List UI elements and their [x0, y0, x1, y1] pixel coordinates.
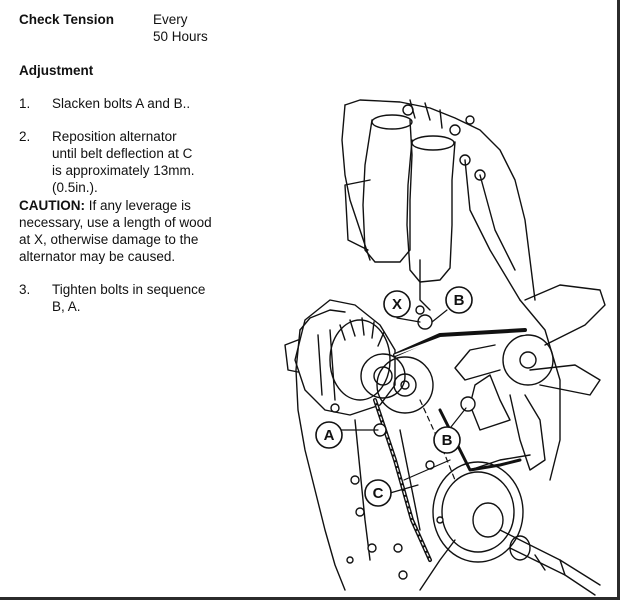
bolt-heads — [330, 305, 476, 580]
callout-b-top-circle — [445, 286, 473, 314]
callout-c-label: C — [373, 485, 384, 502]
step-1-number: 1. — [19, 96, 31, 111]
engine-block — [295, 99, 561, 591]
caution-label: CAUTION: — [19, 198, 85, 213]
interval-line-2: 50 Hours — [153, 29, 208, 44]
callout-c-circle — [364, 479, 392, 507]
step-2-line-3: is approximately 13mm. — [52, 163, 195, 178]
alternator — [284, 299, 406, 416]
callout-b-lower-circle — [433, 426, 461, 454]
callout-b-top-label: B — [454, 292, 465, 309]
section-title: Adjustment — [19, 63, 94, 78]
callout-x-label: X — [392, 296, 402, 313]
callout-x-circle — [383, 290, 411, 318]
interval-line-1: Every — [153, 12, 188, 27]
caution-line-2: necessary, use a length of wood — [19, 215, 212, 230]
step-3-line-1: Tighten bolts in sequence — [52, 282, 206, 297]
caution-text-1: If any leverage is — [88, 198, 191, 213]
step-2-line-2: until belt deflection at C — [52, 146, 193, 161]
cooling-fan — [454, 284, 606, 471]
callout-a-label: A — [324, 427, 335, 444]
water-pump-pulley — [376, 356, 434, 414]
caution-line-1: CAUTION: If any leverage is — [19, 198, 191, 214]
callout-a-circle — [315, 421, 343, 449]
step-3-line-2: B, A. — [52, 299, 81, 314]
step-2-line-1: Reposition alternator — [52, 129, 177, 144]
step-3-number: 3. — [19, 282, 31, 297]
crankshaft-pulley — [432, 461, 601, 596]
check-tension-label: Check Tension — [19, 12, 115, 27]
caution-line-4: alternator may be caused. — [19, 249, 176, 264]
step-2-number: 2. — [19, 129, 31, 144]
callout-b-lower-label: B — [442, 432, 453, 449]
callout-circles — [315, 286, 473, 507]
caution-line-3: at X, otherwise damage to the — [19, 232, 199, 247]
injection-pump — [344, 104, 521, 311]
step-1-text: Slacken bolts A and B.. — [52, 96, 190, 112]
step-1-line: Slacken bolts A and B.. — [52, 96, 191, 111]
step-2-line-4: (0.5in.). — [52, 180, 98, 195]
